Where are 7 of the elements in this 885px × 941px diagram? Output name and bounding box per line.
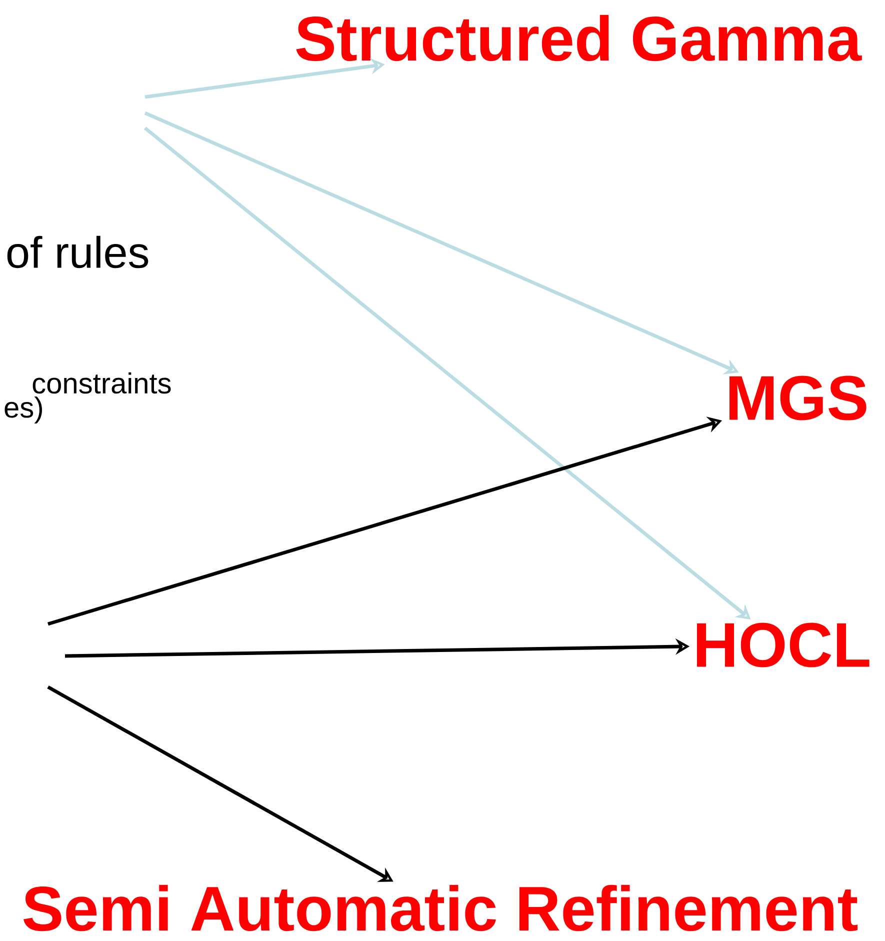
text-label: es) [4, 396, 42, 424]
text-label: constraints [32, 372, 171, 394]
target-label: HOCL [697, 622, 870, 668]
target-label: Structured Gamma [296, 14, 862, 62]
target-label: MGS [729, 376, 866, 420]
target-label: Semi Automatic Refinement [24, 884, 858, 932]
text-label: of rules [7, 236, 148, 268]
